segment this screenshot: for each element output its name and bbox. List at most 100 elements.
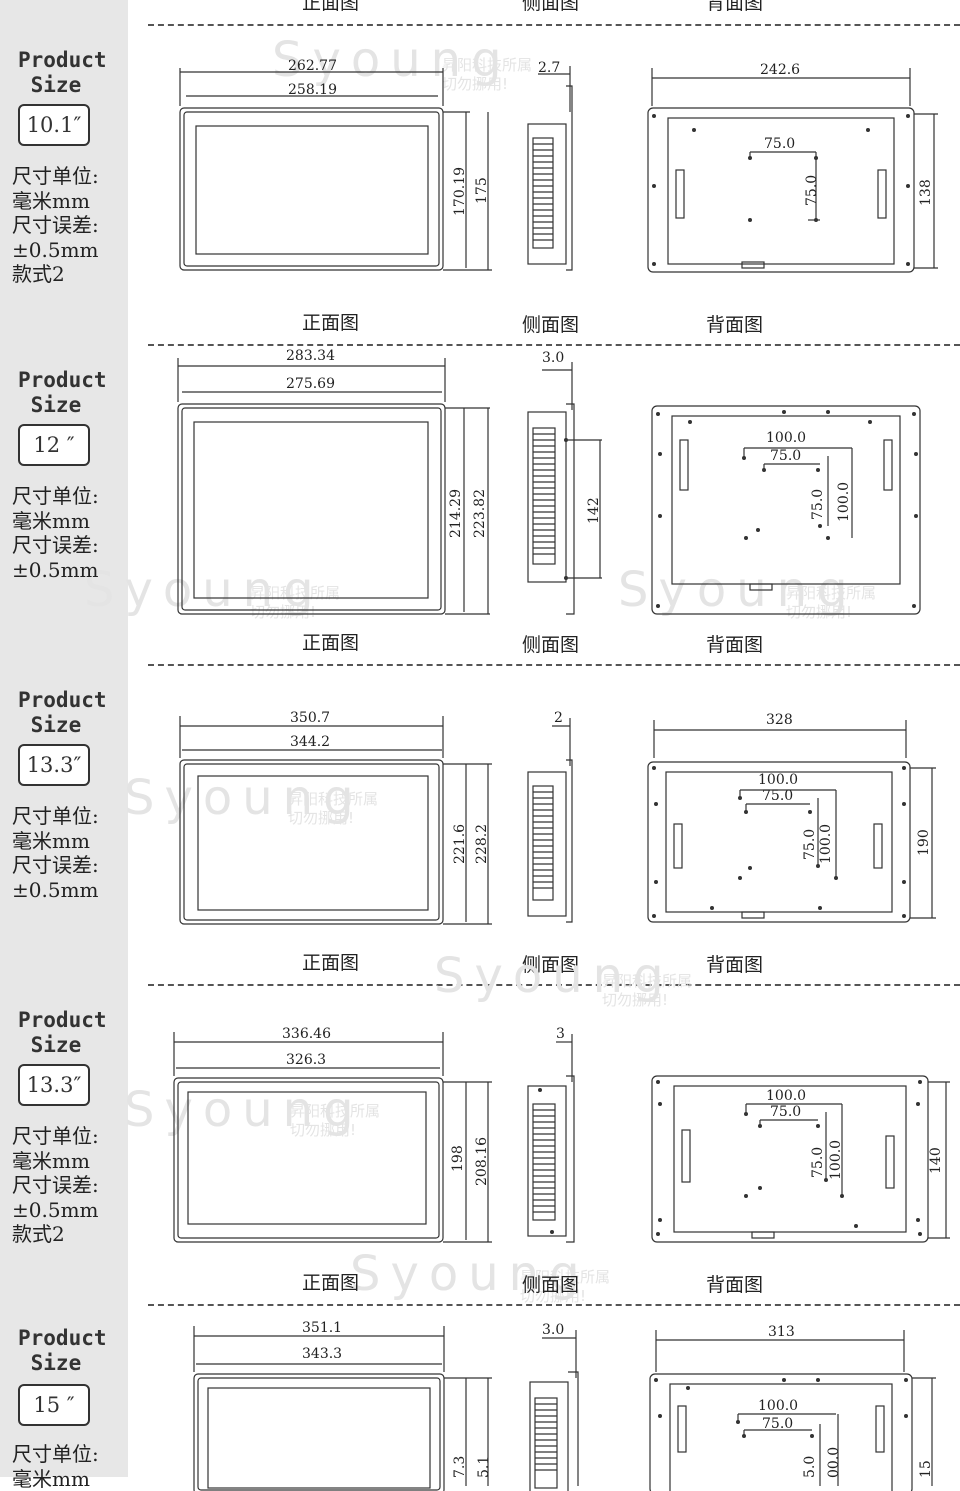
side-depth: 2.7	[538, 60, 561, 76]
front-height-2: 228.2	[474, 823, 490, 864]
back-mount-3: 75.0	[802, 828, 818, 860]
size-badge: 12 ″	[18, 424, 90, 466]
watermark-text: 昇阳科技所属切勿挪用!	[520, 1268, 611, 1305]
back-mount-2: 75.0	[762, 1416, 794, 1432]
watermark-logo: Syoung	[124, 1082, 364, 1138]
back-mount-2: 75.0	[770, 1104, 802, 1120]
size-badge: 13.3″	[18, 1064, 90, 1106]
front-inner-width: 326.3	[286, 1052, 327, 1068]
back-mount-4: 00.0	[826, 1446, 842, 1478]
caption-back-top: 背面图	[706, 0, 764, 14]
front-height-1: 221.6	[452, 823, 468, 864]
watermark-logo: Syoung	[350, 1246, 590, 1302]
technical-drawing	[179, 716, 936, 925]
back-mount-3: 75.0	[810, 488, 826, 520]
caption-front: 正面图	[302, 952, 360, 974]
watermark-logo: Syoung	[618, 562, 858, 618]
product-size-title: Product Size	[18, 1008, 107, 1057]
back-mount-3: 5.0	[802, 1455, 818, 1478]
front-inner-width: 344.2	[290, 734, 331, 750]
back-height: 15	[918, 1460, 934, 1478]
product-section-2: Syoung 昇阳科技所属切勿挪用! Syoung 昇阳科技所属切勿挪用! Pr…	[0, 348, 960, 686]
front-outer-width: 336.46	[282, 1026, 331, 1042]
front-outer-width: 350.7	[290, 710, 331, 726]
caption-side-top: 侧面图	[522, 0, 580, 14]
size-badge: 13.3″	[18, 744, 90, 786]
front-inner-width: 258.19	[288, 82, 337, 98]
front-height-1: 198	[450, 1145, 466, 1172]
watermark-logo: Syoung	[84, 562, 324, 618]
product-size-title: Product Size	[18, 368, 107, 417]
front-height-2: 208.16	[474, 1137, 490, 1186]
watermark-text: 昇阳科技所属切勿挪用!	[786, 584, 877, 621]
section-divider	[148, 664, 960, 666]
side-depth: 3	[556, 1026, 565, 1042]
back-mount-1: 100.0	[758, 772, 799, 788]
caption-front: 正面图	[302, 312, 360, 334]
front-outer-width: 262.77	[288, 58, 337, 74]
back-height: 138	[918, 179, 934, 206]
spec-notes: 尺寸单位: 毫米mm 尺寸误差: ±0.5mm	[12, 484, 99, 582]
front-height-2: 175	[474, 177, 490, 204]
watermark-logo: Syoung	[434, 948, 674, 1004]
front-height-1: 170.19	[452, 167, 468, 216]
caption-front: 正面图	[302, 1272, 360, 1294]
watermark-text: 昇阳科技所属切勿挪用!	[442, 56, 533, 93]
caption-front: 正面图	[302, 632, 360, 654]
watermark-logo: Syoung	[124, 770, 364, 826]
front-height-1: 214.29	[448, 489, 464, 538]
left-sidebar	[0, 0, 128, 1477]
caption-side: 侧面图	[522, 314, 580, 336]
caption-side: 侧面图	[522, 1274, 580, 1296]
side-bracket: 142	[586, 497, 602, 524]
caption-back: 背面图	[706, 1274, 764, 1296]
back-mount-2: 75.0	[804, 174, 820, 206]
technical-drawing	[177, 358, 921, 615]
back-mount-4: 100.0	[836, 481, 852, 522]
product-size-title: Product Size	[18, 48, 107, 97]
section-divider	[148, 1304, 960, 1306]
back-mount-1: 100.0	[758, 1398, 799, 1414]
back-width: 328	[766, 712, 793, 728]
back-height: 190	[916, 829, 932, 856]
technical-drawing	[179, 66, 938, 273]
front-height-2: 223.82	[472, 489, 488, 538]
product-section-3: Syoung 昇阳科技所属切勿挪用! Product Size 13.3″ 尺寸…	[0, 686, 960, 1006]
spec-notes: 尺寸单位: 毫米mm 尺寸误差: ±0.5mm 款式2	[12, 164, 99, 286]
front-inner-width: 275.69	[286, 376, 335, 392]
front-outer-width: 351.1	[302, 1320, 343, 1336]
caption-back: 背面图	[706, 634, 764, 656]
front-height-2: 5.1	[476, 1455, 492, 1478]
side-depth: 3.0	[542, 350, 565, 366]
spec-notes: 尺寸单位: 毫米mm 尺寸误差: ±0.5mm 款式2	[12, 1124, 99, 1246]
watermark-text: 昇阳科技所属切勿挪用!	[290, 1102, 381, 1139]
back-mount-2: 75.0	[762, 788, 794, 804]
size-badge: 10.1″	[18, 104, 90, 146]
back-width: 242.6	[760, 62, 801, 78]
front-outer-width: 283.34	[286, 348, 335, 364]
back-mount-1: 100.0	[766, 430, 807, 446]
product-section-4: Syoung 昇阳科技所属切勿挪用! Syoung 昇阳科技所属切勿挪用! Sy…	[0, 948, 960, 1326]
side-depth: 3.0	[542, 1322, 565, 1338]
caption-side: 侧面图	[522, 954, 580, 976]
section-divider	[148, 24, 960, 26]
back-mount-2: 75.0	[770, 448, 802, 464]
watermark-text: 昇阳科技所属切勿挪用!	[288, 790, 379, 827]
caption-front-top: 正面图	[302, 0, 360, 14]
caption-side: 侧面图	[522, 634, 580, 656]
spec-notes: 尺寸单位: 毫米mm	[12, 1442, 99, 1491]
caption-back: 背面图	[706, 954, 764, 976]
product-size-title: Product Size	[18, 1326, 107, 1375]
back-mount-1: 75.0	[764, 136, 796, 152]
back-width: 313	[768, 1324, 795, 1340]
back-mount-3: 75.0	[810, 1146, 826, 1178]
watermark-logo: Syoung	[272, 32, 512, 88]
watermark-text: 昇阳科技所属切勿挪用!	[602, 972, 693, 1009]
caption-back: 背面图	[706, 314, 764, 336]
front-height-1: 7.3	[452, 1455, 468, 1478]
back-mount-1: 100.0	[766, 1088, 807, 1104]
technical-drawing	[193, 1326, 936, 1491]
technical-drawing	[173, 1032, 950, 1243]
product-size-title: Product Size	[18, 688, 107, 737]
back-mount-4: 100.0	[818, 823, 834, 864]
